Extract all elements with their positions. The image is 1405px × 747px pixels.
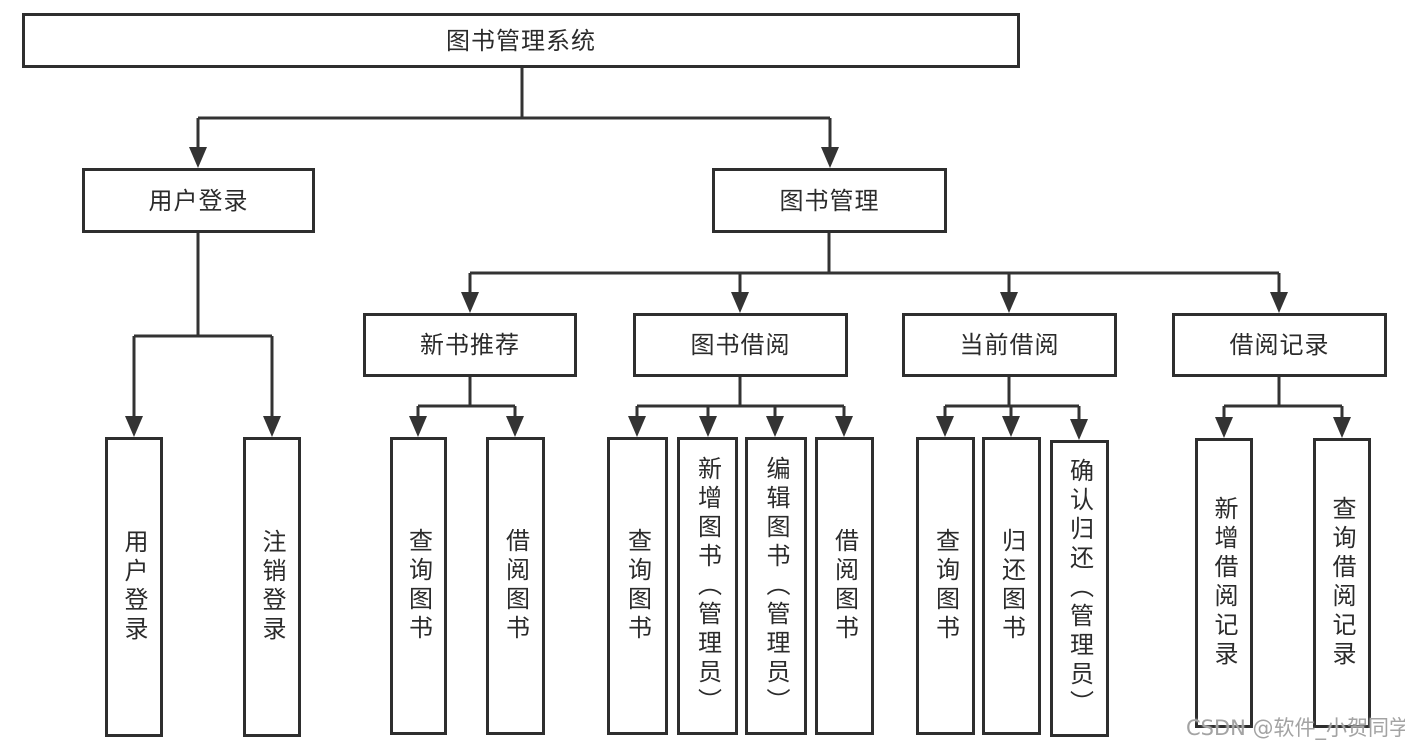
node-label: 借阅记录: [1229, 331, 1330, 359]
node-label: 查询图书: [623, 528, 652, 644]
node-label: 图书管理系统: [446, 26, 596, 55]
node-label: 查询借阅记录: [1328, 496, 1356, 670]
node-label: 借阅图书: [501, 528, 530, 644]
arrow-down-icon: [1002, 416, 1020, 437]
arrow-down-icon: [1333, 417, 1351, 438]
leaf-add-books-admin: 新增图书（管理员）: [677, 437, 738, 735]
node-label: 编辑图书（管理员）: [762, 455, 790, 717]
leaf-borrow-books-1: 借阅图书: [486, 437, 545, 735]
node-user-login-group: 用户登录: [82, 168, 315, 233]
leaf-borrow-books-2: 借阅图书: [815, 437, 874, 735]
node-label: 查询图书: [931, 528, 960, 644]
leaf-return-books: 归还图书: [982, 437, 1041, 735]
node-label: 查询图书: [404, 528, 433, 644]
node-current-borrowing: 当前借阅: [902, 313, 1117, 377]
node-label: 借阅图书: [830, 528, 859, 644]
node-label: 确认归还（管理员）: [1065, 458, 1094, 719]
node-new-book-recommend: 新书推荐: [363, 313, 577, 377]
arrow-down-icon: [835, 416, 853, 437]
node-borrowing-records: 借阅记录: [1172, 313, 1387, 377]
arrow-down-icon: [628, 416, 646, 437]
arrow-down-icon: [263, 416, 281, 437]
arrowheads: [125, 147, 1351, 440]
arrow-down-icon: [409, 416, 427, 437]
leaf-confirm-return-admin: 确认归还（管理员）: [1050, 440, 1109, 737]
node-label: 图书借阅: [690, 331, 791, 359]
arrow-down-icon: [1270, 292, 1288, 313]
arrow-down-icon: [125, 416, 143, 437]
node-label: 图书管理: [779, 186, 880, 215]
node-book-borrowing: 图书借阅: [633, 313, 848, 377]
arrow-down-icon: [1000, 292, 1018, 313]
arrow-down-icon: [189, 147, 207, 168]
node-label: 新书推荐: [420, 331, 520, 359]
node-label: 新增借阅记录: [1210, 496, 1238, 670]
arrow-down-icon: [506, 416, 524, 437]
node-label: 用户登录: [120, 529, 148, 645]
node-label: 归还图书: [997, 528, 1026, 644]
leaf-query-books-1: 查询图书: [390, 437, 447, 735]
node-label: 注销登录: [258, 529, 286, 645]
arrow-down-icon: [731, 292, 749, 313]
leaf-query-borrow-record: 查询借阅记录: [1313, 438, 1371, 728]
node-label: 当前借阅: [959, 331, 1060, 359]
arrow-down-icon: [1070, 419, 1088, 440]
leaf-logout: 注销登录: [243, 437, 301, 737]
connector-strokes: [132, 68, 1344, 421]
arrow-down-icon: [699, 416, 717, 437]
leaf-user-login: 用户登录: [105, 437, 163, 737]
node-root: 图书管理系统: [22, 13, 1020, 68]
arrow-down-icon: [821, 147, 839, 168]
csdn-watermark: CSDN @软件_小贺同学: [1186, 716, 1405, 740]
node-label: 用户登录: [148, 186, 249, 215]
arrow-down-icon: [936, 416, 954, 437]
node-label: 新增图书（管理员）: [693, 455, 722, 717]
leaf-query-books-3: 查询图书: [916, 437, 975, 735]
arrow-down-icon: [461, 292, 479, 313]
node-book-management: 图书管理: [712, 168, 947, 233]
leaf-add-borrow-record: 新增借阅记录: [1195, 438, 1253, 728]
arrow-down-icon: [766, 416, 784, 437]
arrow-down-icon: [1215, 417, 1233, 438]
leaf-edit-books-admin: 编辑图书（管理员）: [745, 437, 807, 735]
leaf-query-books-2: 查询图书: [607, 437, 668, 735]
